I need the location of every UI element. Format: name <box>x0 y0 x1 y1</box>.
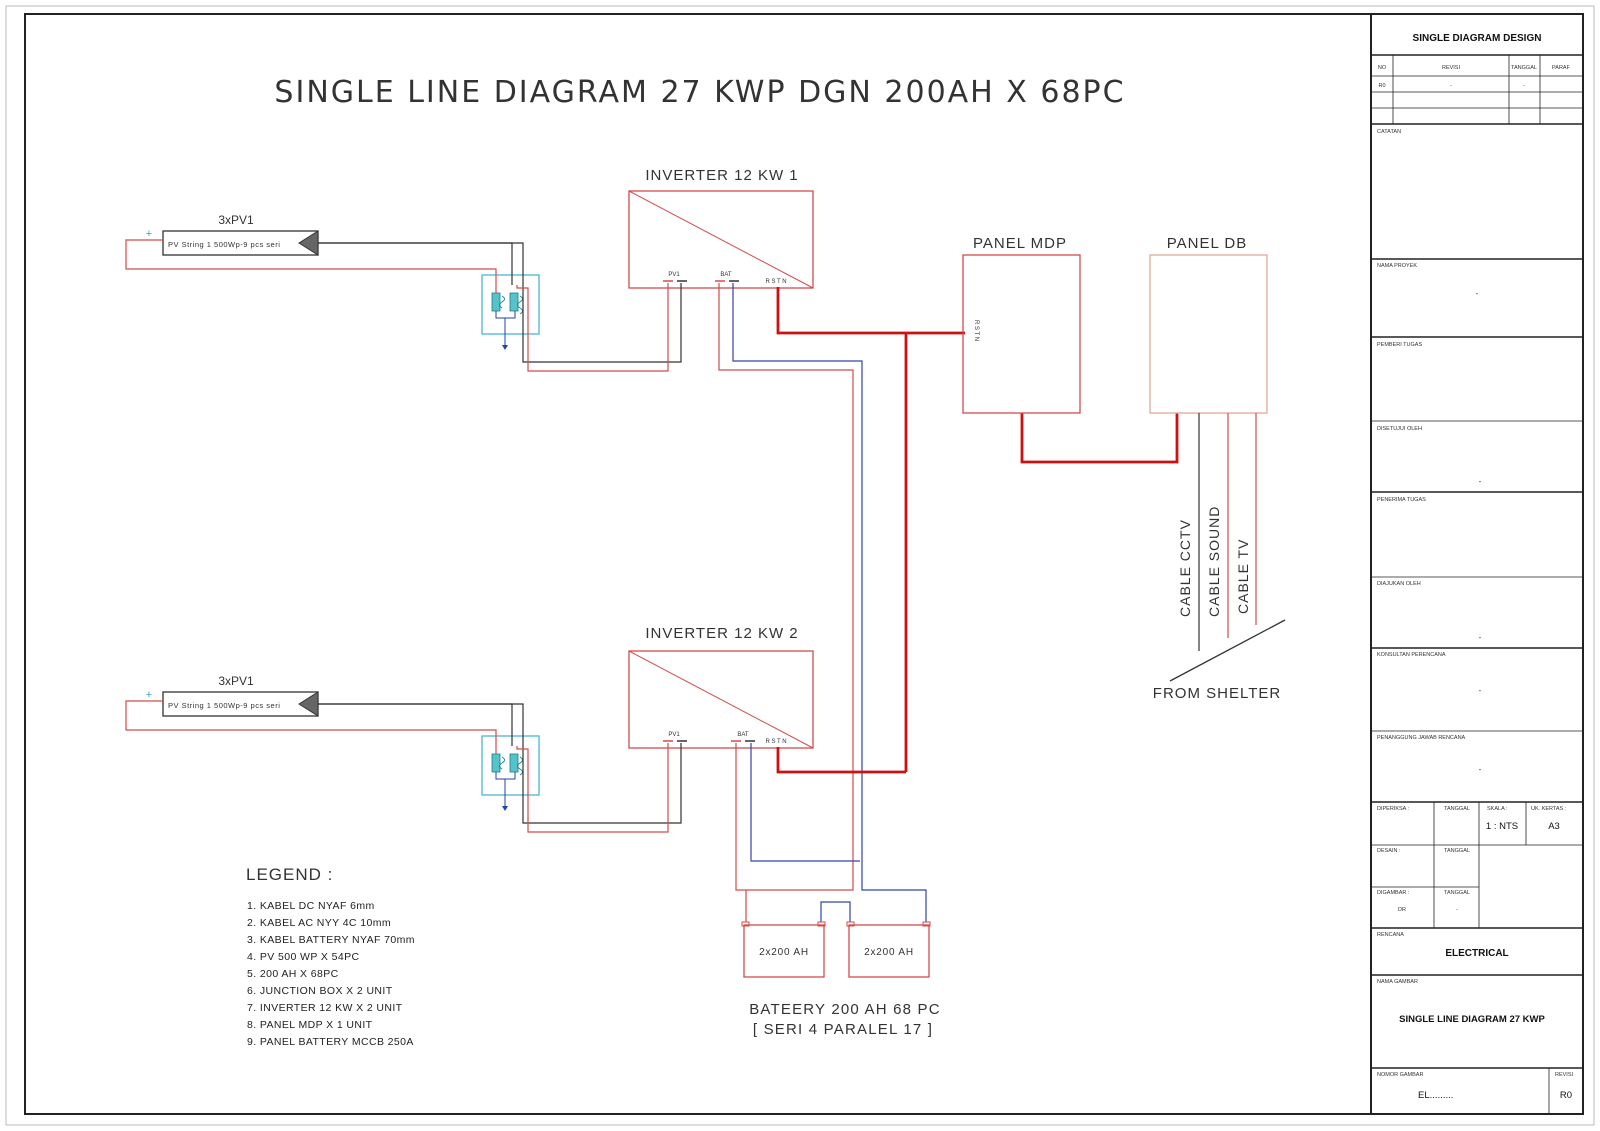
pv-string-1-label: 3xPV1 <box>218 213 254 227</box>
rev-header-revisi: REVISI <box>1442 65 1461 71</box>
skala-label: SKALA : <box>1487 806 1508 812</box>
inverter-2-ac-terminal: R S T N <box>765 739 786 745</box>
title-block-header: SINGLE DIAGRAM DESIGN <box>1413 33 1542 44</box>
pemberi-tugas-label: PEMBERI TUGAS <box>1377 342 1422 348</box>
legend-item: 5. 200 AH X 68PC <box>247 968 339 980</box>
pv-string-1: 3xPV1 PV String 1 500Wp-9 pcs seri + <box>146 213 319 256</box>
pv-string-2: 3xPV1 PV String 1 500Wp-9 pcs seri + <box>146 674 319 717</box>
battery-1-label: 2x200 AH <box>759 947 809 958</box>
penanggung-value: - <box>1479 765 1482 774</box>
rev-header-paraf: PARAF <box>1552 65 1571 71</box>
junction-box-2 <box>481 735 540 811</box>
legend-item: 9. PANEL BATTERY MCCB 250A <box>247 1036 414 1048</box>
nomor-gambar-value: EL......... <box>1418 1090 1453 1101</box>
rencana-label: RENCANA <box>1377 932 1404 938</box>
legend-item: 2. KABEL AC NYY 4C 10mm <box>247 917 391 929</box>
penerima-tugas-label: PENERIMA TUGAS <box>1377 497 1426 503</box>
tanggal-value: - <box>1456 907 1458 913</box>
tanggal-label-1: TANGGAL <box>1444 806 1470 812</box>
rev-row-revisi: - <box>1450 83 1452 89</box>
pv-string-2-label: 3xPV1 <box>218 674 254 688</box>
disetujui-oleh-value: - <box>1479 477 1482 486</box>
drawing-frame <box>24 13 1584 1115</box>
tanggal-label-3: TANGGAL <box>1444 890 1470 896</box>
diajukan-oleh-value: - <box>1479 633 1482 642</box>
panel-db-label: PANEL DB <box>1167 235 1248 252</box>
junction-box-1 <box>481 274 540 350</box>
panel-mdp: PANEL MDP R S T N <box>962 235 1081 414</box>
battery-1 <box>743 924 825 978</box>
nama-gambar-value: SINGLE LINE DIAGRAM 27 KWP <box>1399 1014 1545 1025</box>
rencana-value: ELECTRICAL <box>1445 948 1508 959</box>
battery-bank: 2x200 AH 2x200 AH BATEERY 200 AH 68 PC [… <box>741 921 941 1038</box>
disetujui-oleh-label: DISETUJUI OLEH <box>1377 426 1422 432</box>
pv-string-2-plus: + <box>146 689 152 701</box>
battery-caption-1: BATEERY 200 AH 68 PC <box>749 1001 941 1018</box>
battery-2 <box>848 924 930 978</box>
dc-wiring-1 <box>125 239 682 372</box>
skala-value: 1 : NTS <box>1486 821 1518 832</box>
pv-string-1-plus: + <box>146 228 152 240</box>
pv-string-2-text: PV String 1 500Wp-9 pcs seri <box>168 701 280 710</box>
revisi-label: REVISI <box>1555 1072 1574 1078</box>
digambar-label: DIGAMBAR : <box>1377 890 1410 896</box>
legend: LEGEND : 1. KABEL DC NYAF 6mm 2. KABEL A… <box>246 865 415 1048</box>
inverter-2-pv-terminal: PV1 <box>668 732 680 738</box>
rev-header-no: NO <box>1378 65 1387 71</box>
legend-item: 4. PV 500 WP X 54PC <box>247 951 359 963</box>
nama-gambar-label: NAMA GAMBAR <box>1377 979 1418 985</box>
rev-row-no: R0 <box>1378 83 1385 89</box>
konsultan-value: - <box>1479 686 1482 695</box>
legend-item: 8. PANEL MDP X 1 UNIT <box>247 1019 373 1031</box>
from-shelter-label: FROM SHELTER <box>1153 685 1281 702</box>
nama-proyek-value: - <box>1476 289 1479 298</box>
cable-tv-label: CABLE TV <box>1235 539 1251 614</box>
panel-db: PANEL DB <box>1149 235 1268 414</box>
title-block: SINGLE DIAGRAM DESIGN NO REVISI TANGGAL … <box>1371 33 1583 1114</box>
revisi-value: R0 <box>1560 1090 1572 1101</box>
inverter-2: INVERTER 12 KW 2 PV1 BAT R S T N <box>628 625 814 749</box>
inverter-2-label: INVERTER 12 KW 2 <box>645 625 798 642</box>
diperiksa-label: DIPERIKSA : <box>1377 806 1410 812</box>
tanggal-label-2: TANGGAL <box>1444 848 1470 854</box>
catatan-label: CATATAN <box>1377 129 1401 135</box>
nama-proyek-label: NAMA PROYEK <box>1377 263 1417 269</box>
digambar-value: DR <box>1398 907 1406 913</box>
desain-label: DESAIN : <box>1377 848 1401 854</box>
inverter-1-bat-terminal: BAT <box>720 272 732 278</box>
nomor-gambar-label: NOMOR GAMBAR <box>1377 1072 1423 1078</box>
panel-mdp-terminals: R S T N <box>973 320 979 341</box>
panel-mdp-label: PANEL MDP <box>973 235 1067 252</box>
inverter-2-bat-terminal: BAT <box>737 732 749 738</box>
battery-2-label: 2x200 AH <box>864 947 914 958</box>
ac-bus <box>776 287 1179 774</box>
inverter-1: INVERTER 12 KW 1 PV1 BAT R S T N <box>628 167 814 289</box>
legend-item: 6. JUNCTION BOX X 2 UNIT <box>247 985 393 997</box>
legend-item: 3. KABEL BATTERY NYAF 70mm <box>247 934 415 946</box>
cable-sound-label: CABLE SOUND <box>1206 506 1222 617</box>
rev-header-tanggal: TANGGAL <box>1511 65 1537 71</box>
rev-row-tanggal: - <box>1523 83 1525 89</box>
legend-item: 7. INVERTER 12 KW X 2 UNIT <box>247 1002 403 1014</box>
inverter-1-label: INVERTER 12 KW 1 <box>645 167 798 184</box>
diagram-title: SINGLE LINE DIAGRAM 27 KWP DGN 200AH X 6… <box>274 75 1125 110</box>
legend-item: 1. KABEL DC NYAF 6mm <box>247 900 375 912</box>
pv-string-1-text: PV String 1 500Wp-9 pcs seri <box>168 240 280 249</box>
dc-wiring-2 <box>125 700 682 833</box>
battery-wiring <box>718 283 927 922</box>
outer-border <box>5 5 1595 1126</box>
uk-kertas-value: A3 <box>1548 821 1560 832</box>
penanggung-label: PENANGGUNG JAWAB RENCANA <box>1377 735 1466 741</box>
diajukan-oleh-label: DIAJUKAN OLEH <box>1377 581 1421 587</box>
shelter-cables: CABLE CCTV CABLE SOUND CABLE TV FROM SHE… <box>1153 413 1286 702</box>
inverter-1-pv-terminal: PV1 <box>668 272 680 278</box>
uk-kertas-label: UK. KERTAS : <box>1531 806 1567 812</box>
cable-cctv-label: CABLE CCTV <box>1177 519 1193 617</box>
inverter-1-ac-terminal: R S T N <box>765 279 786 285</box>
konsultan-label: KONSULTAN PERENCANA <box>1377 652 1446 658</box>
battery-caption-2: [ SERI 4 PARALEL 17 ] <box>753 1021 933 1038</box>
legend-title: LEGEND : <box>246 865 333 884</box>
